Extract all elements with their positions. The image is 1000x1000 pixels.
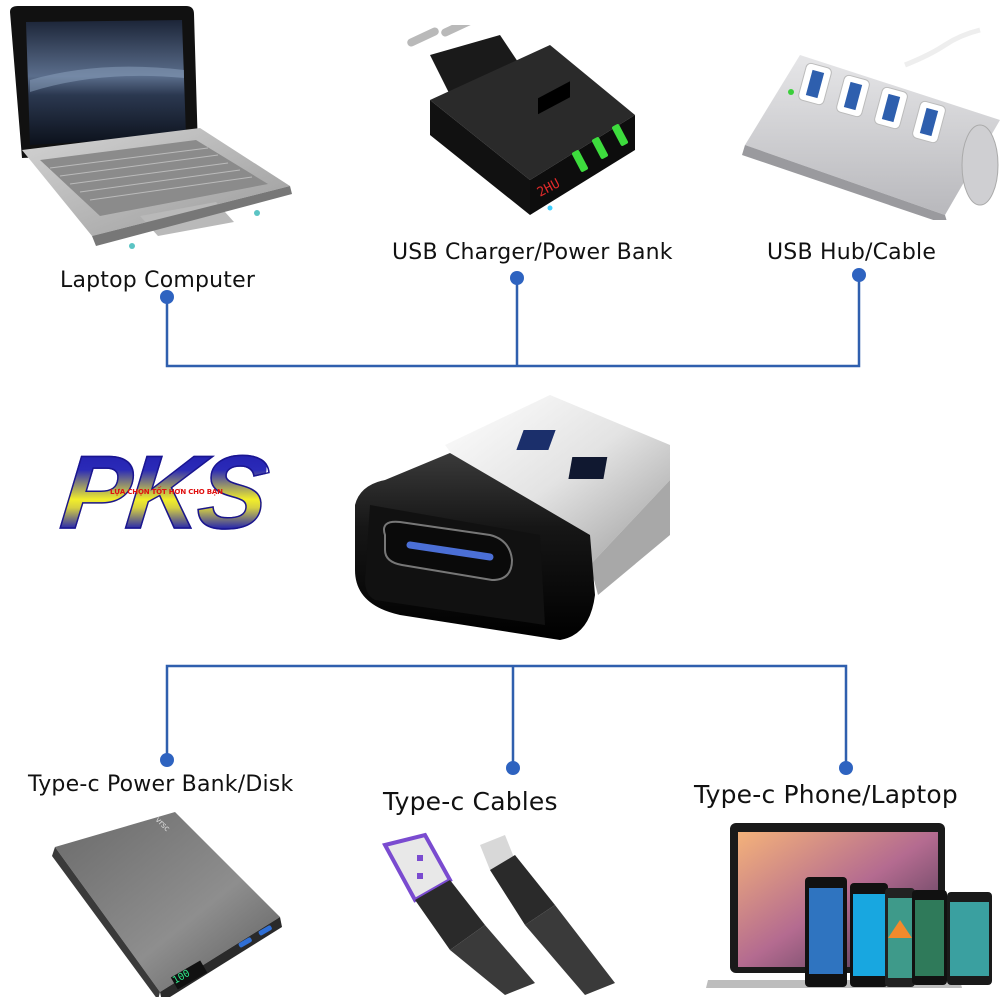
node-label-laptop-computer: Laptop Computer [60, 268, 256, 293]
type-c-cables-image [382, 832, 615, 995]
node-label-usb-hub: USB Hub/Cable [767, 240, 937, 265]
node-dot-charger [510, 271, 524, 285]
logo-tagline: LỰA CHỌN TỐT HƠN CHO BẠN [110, 488, 223, 496]
node-dot-hub [852, 268, 866, 282]
node-label-usb-charger: USB Charger/Power Bank [392, 240, 673, 265]
usb-hub-image [742, 27, 1000, 220]
power-bank-image: 100 vrsc [52, 812, 282, 997]
usb-a-to-type-c-adapter-image [355, 395, 670, 640]
node-label-type-c-cables: Type-c Cables [383, 787, 558, 816]
node-dot-laptop [160, 290, 174, 304]
usb-charger-image: 2HU [407, 25, 635, 215]
bottom-connector-bus [165, 664, 848, 768]
node-label-phone-laptop: Type-c Phone/Laptop [694, 780, 958, 809]
phones-laptop-image [706, 823, 992, 988]
pks-logo: PKS LỰA CHỌN TỐT HƠN CHO BẠN [55, 434, 272, 552]
node-dot-cables [506, 761, 520, 775]
node-dot-phone-laptop [839, 761, 853, 775]
top-connector-bus [165, 275, 861, 368]
node-dot-power-bank [160, 753, 174, 767]
laptop-image [10, 6, 292, 249]
node-label-power-bank: Type-c Power Bank/Disk [28, 772, 294, 797]
